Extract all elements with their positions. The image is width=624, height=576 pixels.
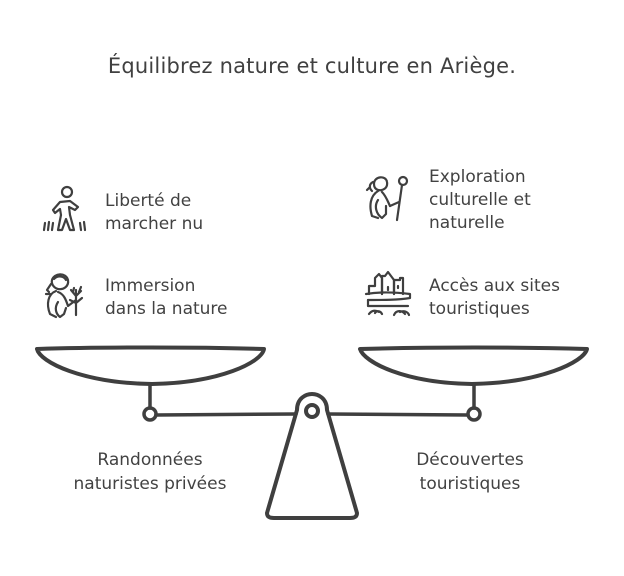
left-pan-label: Randonnées naturistes privées — [73, 450, 227, 494]
left-pan — [35, 345, 266, 386]
left-item-1-label: Liberté de marcher nu — [105, 191, 204, 234]
right-item-1-label: Exploration culturelle et naturelle — [429, 167, 531, 233]
person-with-plant-icon — [44, 273, 84, 319]
beam — [142, 382, 482, 422]
right-pan — [358, 345, 589, 386]
walking-person-icon — [42, 185, 87, 232]
left-item-2-label: Immersion dans la nature — [105, 276, 228, 319]
fulcrum — [265, 392, 359, 520]
explorer-with-staff-icon — [365, 175, 409, 222]
city-landmark-icon — [364, 270, 412, 317]
right-pan-label: Découvertes touristiques — [416, 450, 524, 494]
diagram-title: Équilibrez nature et culture en Ariège. — [107, 54, 517, 78]
right-item-2-label: Accès aux sites touristiques — [429, 276, 560, 319]
